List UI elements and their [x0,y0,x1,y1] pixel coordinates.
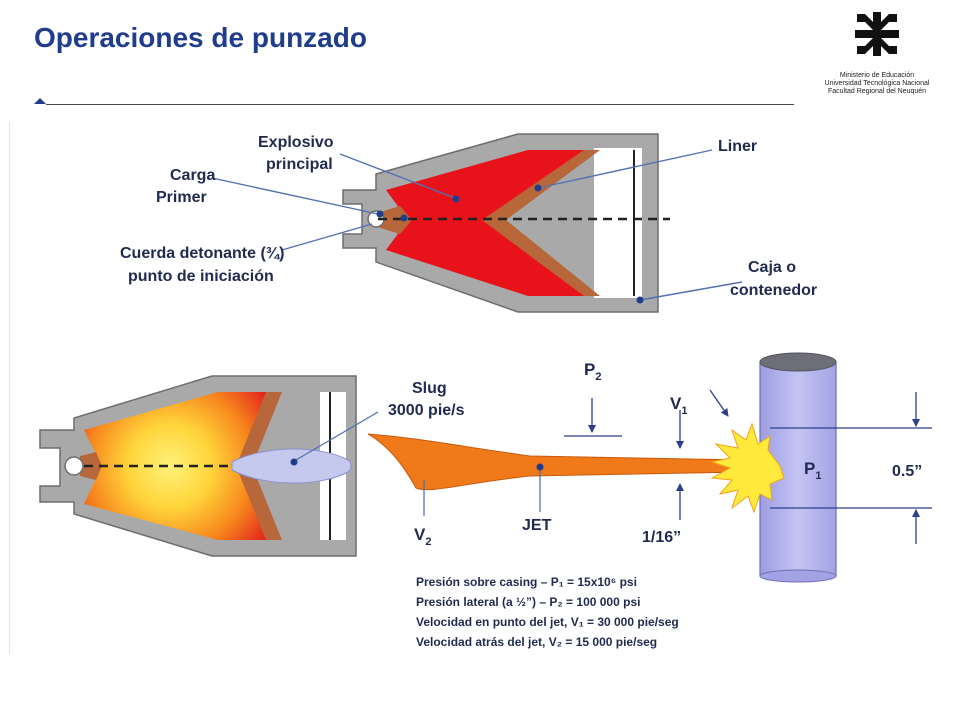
legend-line: Presión lateral (a ½”) – P₂ = 100 000 ps… [416,595,640,609]
label-caja-2: contenedor [730,282,817,299]
diagram-frame-line [9,122,10,654]
label-cuerda-2: punto de iniciación [128,268,274,285]
bottom-detonator-notch [64,456,84,476]
label-v2: V2 [414,525,431,548]
target-pipe [710,352,837,583]
title-rule-marker [34,98,46,104]
label-v1: V1 [670,394,687,417]
label-liner: Liner [718,138,757,155]
institution-line: Facultad Regional del Neuquén [827,88,927,95]
label-p2: P2 [584,360,601,383]
dot-slug [290,458,298,466]
label-explosivo-2: principal [266,156,333,173]
label-gap: 1/16” [642,529,681,546]
label-carga-2: Primer [156,189,207,206]
callout-caja [639,281,743,301]
dot-cuerda [400,214,408,222]
pipe-top-rim [759,352,837,372]
label-p2-main: P [584,360,595,379]
top-callouts [211,149,743,301]
top-charge [342,133,670,313]
dot-caja [636,296,644,304]
bottom-charge [39,375,357,557]
dot-explosivo [452,195,460,203]
callout-carga [211,177,379,215]
top-casing-opening [594,148,642,298]
label-slug-2: 3000 pie/s [388,402,465,419]
label-v2-sub: 2 [425,536,431,548]
impact-arrow [709,389,729,417]
label-p1-sub: 1 [815,470,821,482]
legend: Presión sobre casing – P₁ = 15x10⁶ psi P… [416,575,679,649]
callout-slug [295,411,379,461]
dot-jet [536,463,544,471]
label-caja-1: Caja o [748,259,796,276]
callout-liner [537,149,713,189]
impact-burst [710,422,785,514]
dot-carga [376,210,384,218]
callout-cuerda [281,223,373,251]
label-slug-1: Slug [412,380,447,397]
legend-line: Presión sobre casing – P₁ = 15x10⁶ psi [416,575,637,589]
v1-indicator [676,389,729,520]
label-v2-main: V [414,525,426,544]
label-cuerda-1: Cuerda detonante (¾) [120,245,284,262]
label-p1: P1 [804,459,821,482]
jet [367,433,746,491]
label-explosivo-1: Explosivo [258,134,334,151]
label-p2-sub: 2 [595,371,601,383]
institution-line: Universidad Tecnológica Nacional [824,80,930,87]
label-v1-sub: 1 [681,405,687,417]
bottom-callouts [295,411,541,516]
institution-line: Ministerio de Educación [839,72,915,79]
slug [231,448,352,484]
callout-explosivo [339,153,456,199]
university-logo [855,12,899,56]
label-jet: JET [522,517,552,534]
diameter-dimension [770,392,932,544]
title-rule [46,104,794,105]
label-p1-main: P [804,459,815,478]
top-callout-dots [376,184,644,304]
pipe-bottom-rim [759,569,837,583]
legend-line: Velocidad en punto del jet, V₁ = 30 000 … [416,615,679,629]
p2-indicator [564,398,622,437]
label-v1-main: V [670,394,682,413]
top-liner [482,150,600,296]
legend-line: Velocidad atrás del jet, V₂ = 15 000 pie… [416,635,657,649]
dot-liner [534,184,542,192]
label-carga-1: Carga [170,167,215,184]
label-diameter: 0.5” [892,463,922,480]
institution-text: Ministerio de Educación Universidad Tecn… [812,72,942,96]
page-title: Operaciones de punzado [34,22,367,53]
